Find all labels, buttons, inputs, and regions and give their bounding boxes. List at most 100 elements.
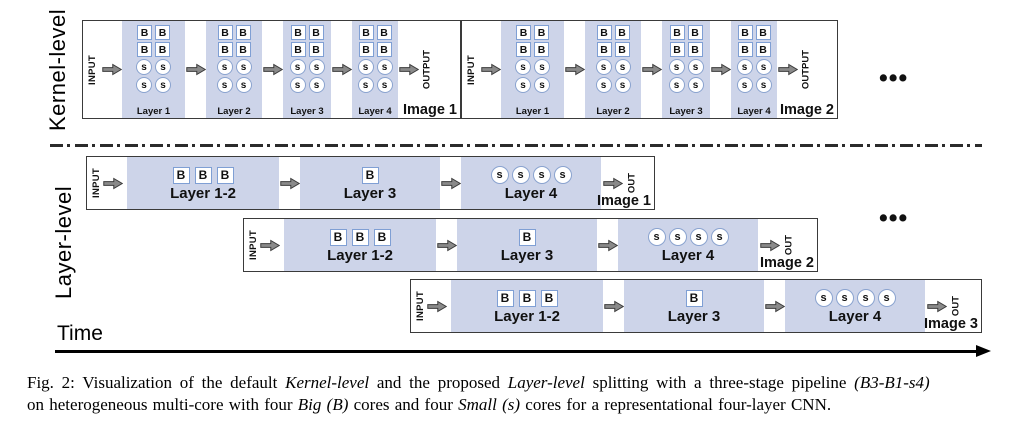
small-core-icon: s [155,77,171,93]
big-core-icon: B [518,228,536,246]
output-label: OUTPUT [800,49,812,90]
small-core-icon: s [136,77,152,93]
flow-arrow-icon [603,177,623,189]
small-core-icon: s [877,289,896,307]
small-core-icon: s [534,59,550,75]
big-core-icon: B [687,25,703,40]
stage-cores: B [518,228,536,246]
flow-arrow-icon [440,157,461,209]
small-core-icon: s [755,59,772,75]
stage-label: Layer 4 [661,247,715,264]
input-label: INPUT [248,230,259,260]
flow-arrow-icon [103,177,123,189]
flow-arrow-icon [760,239,780,251]
big-core-icon: B [737,25,753,40]
input-zone: INPUT [411,280,451,332]
small-core-icon: s [376,77,393,93]
figure-caption: Fig. 2: Visualization of the default Ker… [27,372,1009,415]
kernel-output-zone: OUTPUT Image 2 [777,21,837,118]
small-core-icon: s [614,59,631,75]
small-core-icon: s [647,228,666,246]
output-zone: OUT Image 3 [924,280,981,332]
flow-arrow-icon [710,21,731,118]
big-core-icon: B [361,166,379,184]
big-core-icon: B [614,42,630,57]
stage-label: Layer 3 [343,185,397,202]
small-core-icon: s [687,77,704,93]
big-core-icon: B [755,42,771,57]
big-core-icon: B [534,42,549,57]
layer-level-section-label: Layer-level [51,185,76,299]
flow-arrow-icon [260,239,280,251]
small-core-icon: s [668,59,685,75]
big-core-icon: B [496,289,514,307]
continuation-ellipsis: ••• [879,204,909,232]
big-core-icon: B [376,25,392,40]
big-core-icon: B [308,25,324,40]
flow-arrow-icon [331,21,352,118]
input-zone: INPUT [244,219,284,271]
small-core-icon: s [668,77,685,93]
pipeline-stage: B Layer 3 [300,157,440,209]
flow-arrow-icon [480,21,501,118]
small-core-icon: s [308,77,325,93]
stage-cores: B [685,289,703,307]
big-core-icon: B [308,42,324,57]
kernel-level-section-label: Kernel-level [45,8,70,132]
out-label: OUT [783,234,795,256]
small-core-icon: s [614,77,631,93]
big-core-icon: B [351,228,369,246]
flow-arrow-icon [603,280,624,332]
big-core-icon: B [596,42,612,57]
caption-line-1: Fig. 2: Visualization of the default Ker… [27,373,930,392]
small-core-icon: s [710,228,729,246]
small-core-icon: s [687,59,704,75]
input-zone: INPUT [87,157,127,209]
small-core-icon: s [534,77,550,93]
stage-label: Layer 3 [667,308,721,325]
big-core-icon: B [137,25,152,40]
flow-arrow-icon [641,21,662,118]
stage-cores: B [361,166,379,184]
output-zone: OUT Image 2 [758,219,817,271]
flow-arrow-icon [777,63,798,76]
section-divider [50,144,982,147]
kernel-layer-label: Layer 1 [136,106,171,117]
kernel-layer-label: Layer 1 [515,106,550,117]
big-core-icon: B [614,25,630,40]
image-label: Image 1 [597,193,651,209]
flow-arrow-icon [927,300,947,312]
small-core-icon: s [308,59,325,75]
big-core-icon: B [373,228,391,246]
out-label: OUT [950,295,962,317]
big-core-icon: B [217,42,233,57]
big-core-icon: B [669,25,685,40]
small-core-icon: s [357,77,374,93]
big-core-icon: B [685,289,703,307]
